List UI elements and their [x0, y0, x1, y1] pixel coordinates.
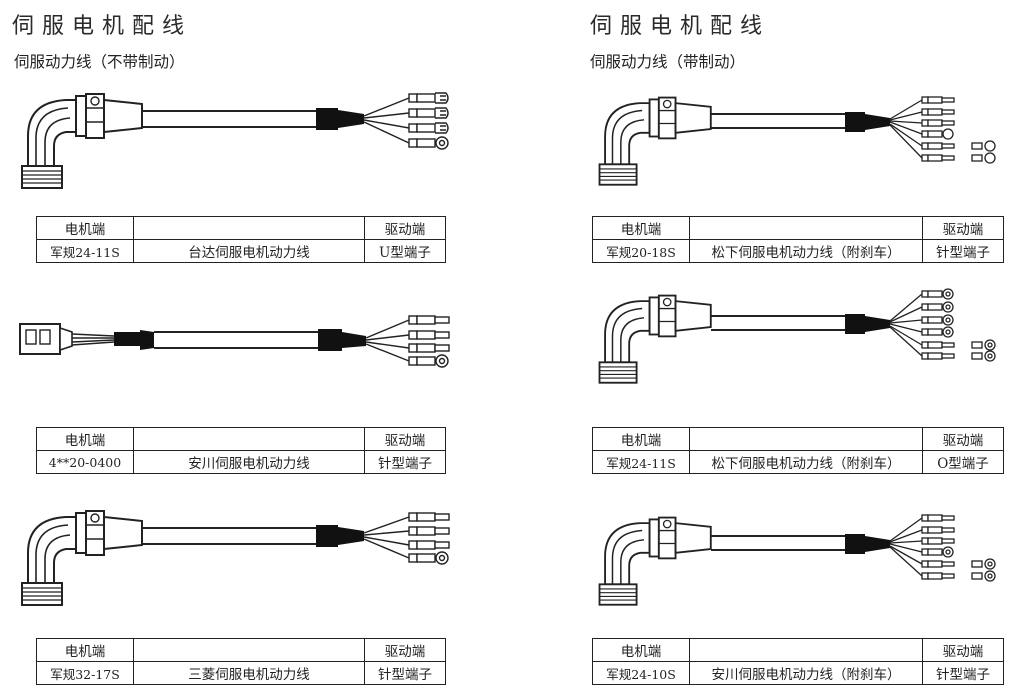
motor-end-header: 电机端 — [36, 216, 134, 240]
spec-table: 电机端 驱动端 军规20-18S 松下伺服电机动力线（附刹车） 针型端子 — [592, 216, 1004, 263]
drive-end-terminal: 针型端子 — [922, 661, 1004, 685]
drive-end-header: 驱动端 — [364, 638, 446, 662]
drive-end-header: 驱动端 — [364, 427, 446, 451]
cable-name: 安川伺服电机动力线 — [133, 450, 365, 474]
spec-table: 电机端 驱动端 军规24-10S 安川伺服电机动力线（附刹车） 针型端子 — [592, 638, 1004, 685]
motor-end-connector: 军规24-10S — [592, 661, 690, 685]
cable-drawing — [21, 510, 450, 606]
drive-end-header: 驱动端 — [922, 427, 1004, 451]
drive-end-header: 驱动端 — [922, 216, 1004, 240]
name-header — [689, 216, 923, 240]
cable-name: 松下伺服电机动力线（附刹车） — [689, 239, 923, 263]
spec-table: 电机端 驱动端 军规24-11S 松下伺服电机动力线（附刹车） O型端子 — [592, 427, 1004, 474]
cable-drawing — [598, 514, 996, 606]
motor-end-connector: 军规20-18S — [592, 239, 690, 263]
motor-end-connector: 4**20-0400 — [36, 450, 134, 474]
drive-end-header: 驱动端 — [922, 638, 1004, 662]
motor-end-header: 电机端 — [592, 427, 690, 451]
section-subtitle: 伺服动力线（带制动） — [590, 53, 746, 71]
cable-name: 安川伺服电机动力线（附刹车） — [689, 661, 923, 685]
cable-name: 台达伺服电机动力线 — [133, 239, 365, 263]
drive-end-terminal: 针型端子 — [364, 661, 446, 685]
left-column: 伺服电机配线 伺服动力线（不带制动） 电机端 驱动端 — [0, 0, 500, 697]
cable-drawing — [21, 92, 449, 189]
motor-end-connector: 军规24-11S — [592, 450, 690, 474]
cable-drawing — [19, 315, 450, 368]
drive-end-terminal: 针型端子 — [922, 239, 1004, 263]
name-header — [689, 638, 923, 662]
right-column: 伺服电机配线 伺服动力线（带制动） 电机端 — [570, 0, 1021, 697]
cable-name: 松下伺服电机动力线（附刹车） — [689, 450, 923, 474]
motor-end-connector: 军规32-17S — [36, 661, 134, 685]
cable-drawing — [598, 288, 996, 384]
name-header — [133, 427, 365, 451]
section-subtitle: 伺服动力线（不带制动） — [14, 53, 185, 71]
name-header — [689, 427, 923, 451]
spec-table: 电机端 驱动端 军规24-11S 台达伺服电机动力线 U型端子 — [36, 216, 446, 263]
motor-end-header: 电机端 — [592, 638, 690, 662]
drive-end-terminal: 针型端子 — [364, 450, 446, 474]
drive-end-header: 驱动端 — [364, 216, 446, 240]
drive-end-terminal: O型端子 — [922, 450, 1004, 474]
motor-end-header: 电机端 — [36, 638, 134, 662]
motor-end-header: 电机端 — [36, 427, 134, 451]
name-header — [133, 216, 365, 240]
drive-end-terminal: U型端子 — [364, 239, 446, 263]
spec-table: 电机端 驱动端 4**20-0400 安川伺服电机动力线 针型端子 — [36, 427, 446, 474]
name-header — [133, 638, 365, 662]
motor-end-header: 电机端 — [592, 216, 690, 240]
cable-name: 三菱伺服电机动力线 — [133, 661, 365, 685]
section-title: 伺服电机配线 — [590, 14, 771, 39]
cable-drawing — [598, 96, 996, 186]
motor-end-connector: 军规24-11S — [36, 239, 134, 263]
section-title: 伺服电机配线 — [12, 14, 193, 39]
spec-table: 电机端 驱动端 军规32-17S 三菱伺服电机动力线 针型端子 — [36, 638, 446, 685]
